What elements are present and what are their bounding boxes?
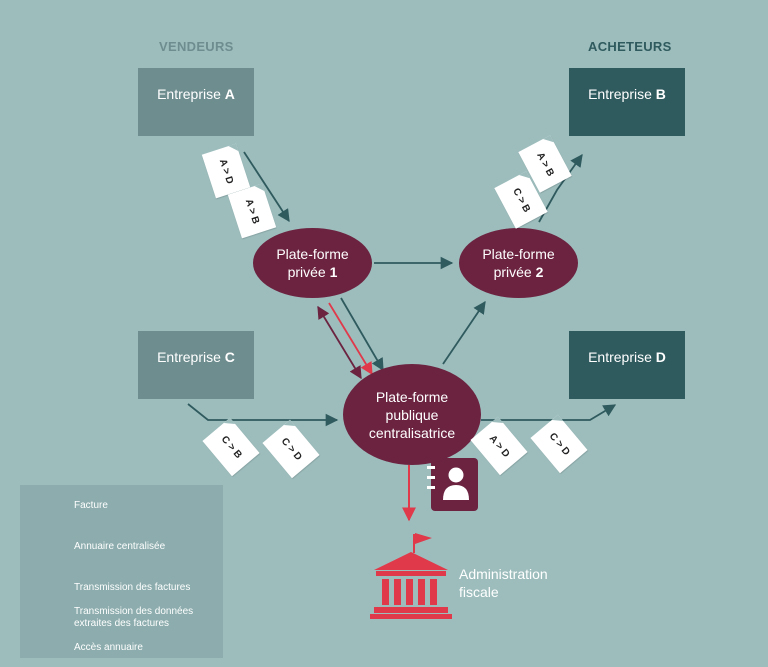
platform-pub-line1: Plate-forme [375,388,449,405]
arrow-public-to-d [481,404,617,421]
legend-facture: Facture [74,500,108,511]
admin-line2: fiscale [459,584,499,600]
entreprise-d-box: Entreprise D [569,331,685,399]
government-building-icon [370,533,452,619]
invoice-label: A > D [216,157,236,185]
header-acheteurs: ACHETEURS [588,39,672,54]
platform-1-line2: privée [287,264,326,280]
admin-line1: Administration [459,566,548,582]
invoice-label: C > D [546,430,572,458]
entreprise-b-letter: B [655,86,666,102]
entreprise-c-name: Entreprise [157,349,221,365]
header-vendeurs: VENDEURS [159,39,234,54]
arrow-directory-p1-public [317,305,362,380]
entreprise-b-name: Entreprise [588,86,652,102]
platform-2-number: 2 [535,264,544,280]
invoice-label: A > B [242,197,262,225]
legend-acces: Accès annuaire [74,642,143,653]
legend-annuaire: Annuaire centralisée [74,541,166,552]
entreprise-d-name: Entreprise [588,349,652,365]
entreprise-c-box: Entreprise C [138,331,254,399]
invoice-label: A > D [486,432,512,460]
administration-fiscale-label: Administration fiscale [459,565,548,601]
entreprise-a-name: Entreprise [157,86,221,102]
entreprise-b-box: Entreprise B [569,68,685,136]
invoice-label: C > B [510,186,532,214]
invoice-label: C > B [218,433,244,461]
entreprise-d-letter: D [655,349,666,365]
platform-1-number: 1 [329,264,338,280]
legend-donnees-line1: Transmission des données [74,606,194,617]
platform-pub-line3: centralisatrice [368,424,456,441]
arrow-a-to-p1 [243,151,290,223]
legend-donnees: Transmission des données extraites des f… [74,606,193,630]
arrow-public-to-p2 [442,300,486,365]
platform-pub-line2: publique [385,406,439,423]
legend-transmission: Transmission des factures [74,582,191,593]
invoice-label: A > B [534,150,556,178]
legend: Facture Annuaire centralisée Transmissio… [20,485,223,658]
platform-privee-2: Plate-forme privée 2 [459,228,578,298]
legend-donnees-line2: extraites des factures [74,618,170,629]
platform-publique: Plate-forme publique centralisatrice [343,364,481,465]
entreprise-a-letter: A [224,86,235,102]
entreprise-c-letter: C [224,349,235,365]
platform-1-line1: Plate-forme [276,246,349,262]
platform-privee-1: Plate-forme privée 1 [253,228,372,298]
invoice-label: C > D [278,435,304,463]
arrow-c-to-public [187,403,339,427]
platform-2-line2: privée [493,264,532,280]
platform-2-line1: Plate-forme [482,246,555,262]
entreprise-a-box: Entreprise A [138,68,254,136]
directory-icon [427,458,478,511]
